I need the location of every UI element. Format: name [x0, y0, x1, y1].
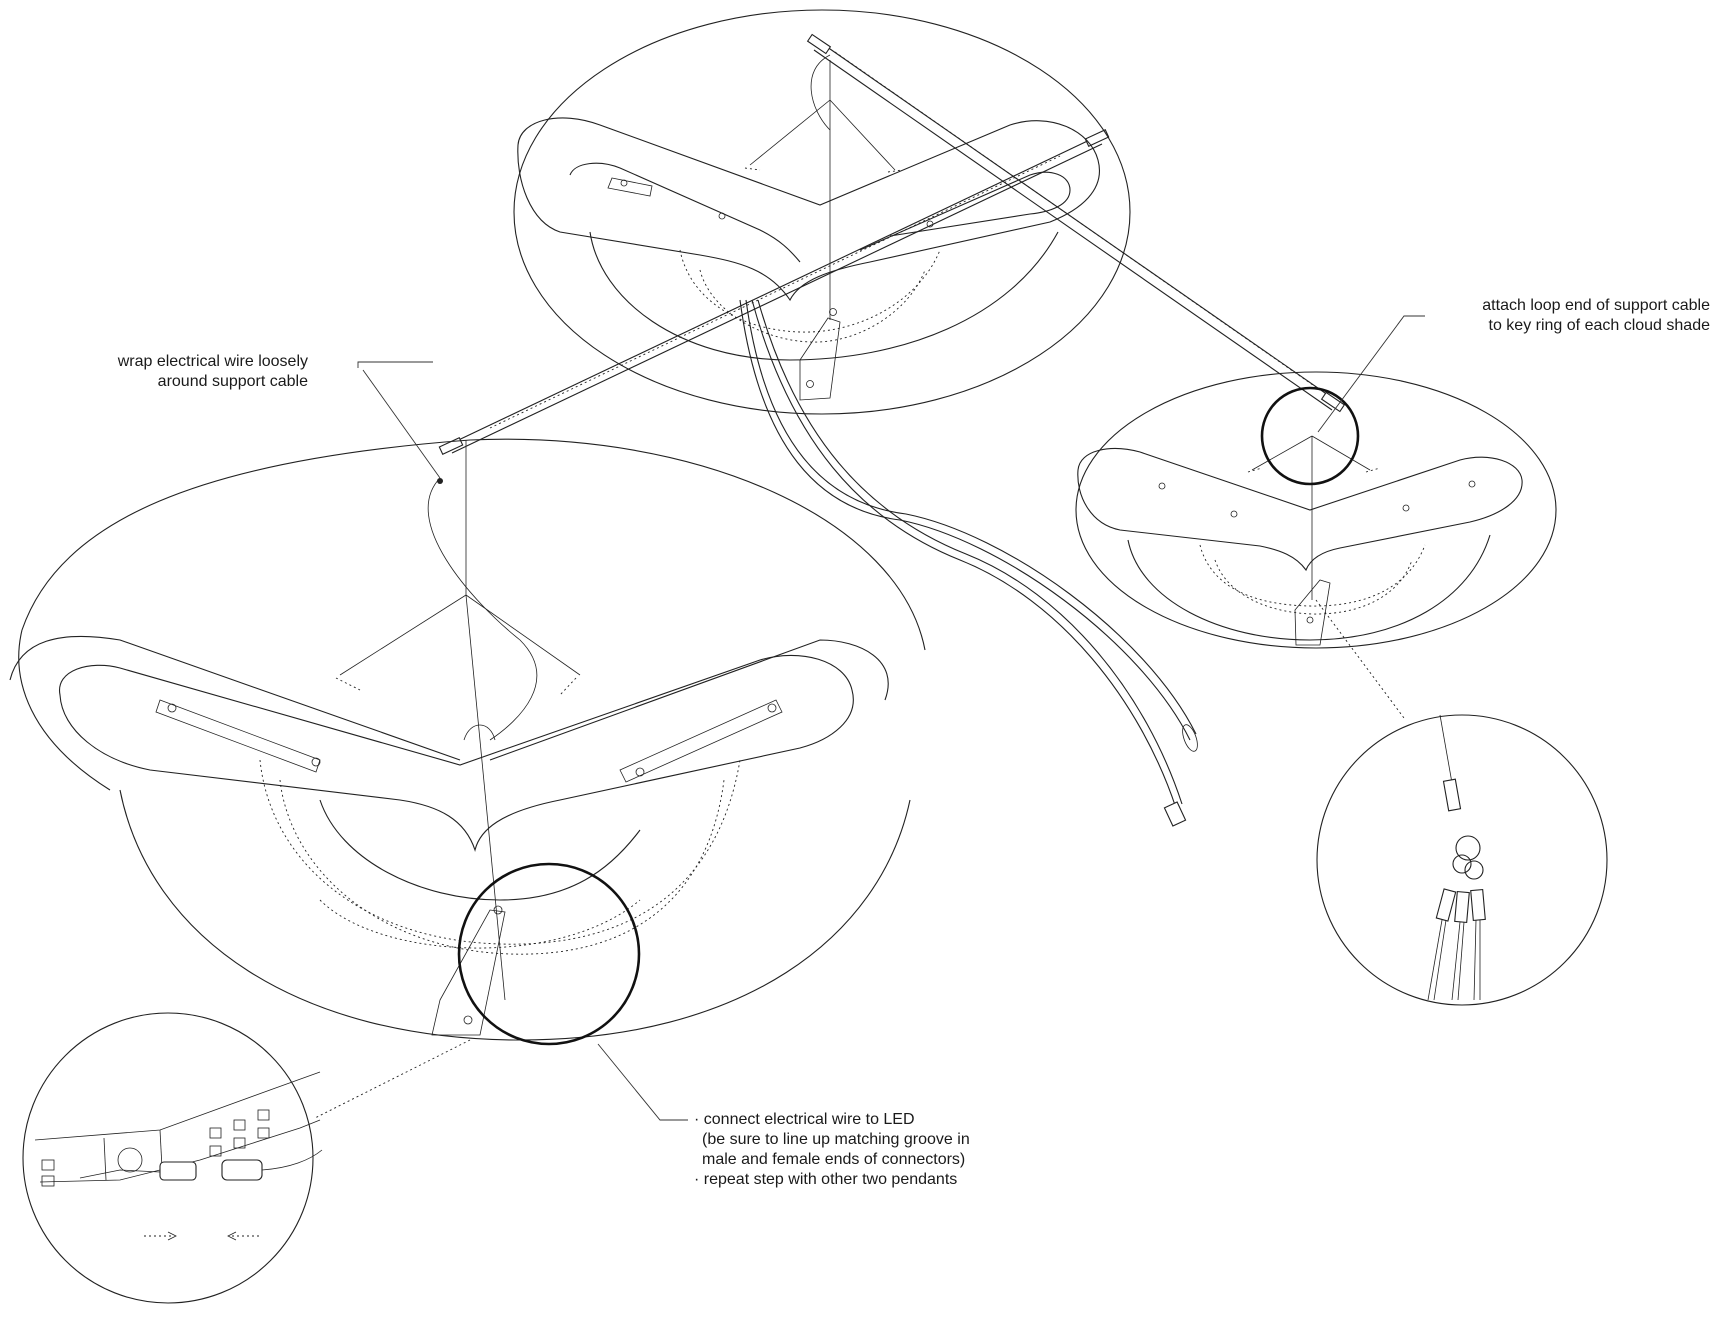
electrical-wire — [739, 299, 1198, 827]
key-ring-detail-icon — [1316, 714, 1608, 1006]
connect-led-line-4: · repeat step with other two pendants — [694, 1171, 958, 1188]
wrap-wire-line-1: wrap electrical wire loosely — [117, 353, 308, 370]
wrap-wire-line-2: around support cable — [157, 373, 308, 390]
connect-led-line-3: male and female ends of connectors) — [702, 1151, 966, 1168]
wrap-wire-note: wrap electrical wire loosely around supp… — [20, 352, 308, 392]
connect-led-line-1: · connect electrical wire to LED — [694, 1111, 915, 1128]
cloud-shade-large — [9, 438, 926, 1041]
connect-led-note: · connect electrical wire to LED (be sur… — [694, 1110, 1024, 1190]
support-bar-icon — [438, 33, 1346, 456]
attach-loop-line-2: to key ring of each cloud shade — [1488, 317, 1710, 334]
cloud-shade-top — [513, 9, 1131, 415]
cloud-shade-right — [1075, 371, 1557, 649]
detail-callouts — [314, 315, 1425, 1121]
attach-loop-line-1: attach loop end of support cable — [1482, 297, 1710, 314]
connector-detail-icon — [22, 1012, 323, 1304]
attach-loop-note: attach loop end of support cable to key … — [1400, 296, 1710, 336]
connect-led-line-2: (be sure to line up matching groove in — [702, 1131, 970, 1148]
